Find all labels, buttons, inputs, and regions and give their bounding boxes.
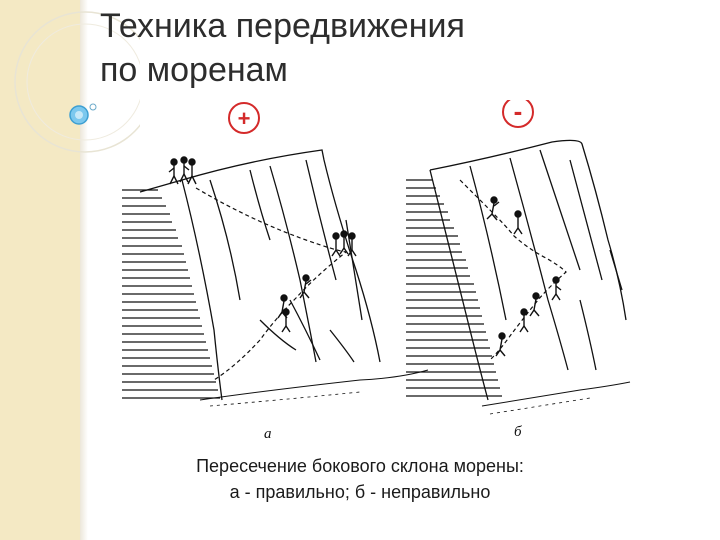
left-band-edge [80, 0, 88, 540]
panel-b-climbers [486, 196, 562, 357]
panel-a-hatching [122, 189, 220, 399]
panel-a-route [195, 187, 348, 381]
caption-line-2: а - правильно; б - неправильно [229, 482, 491, 502]
panel-a-climbers [168, 156, 357, 333]
panel-b-slope [406, 139, 631, 415]
minus-sign: - [514, 100, 523, 126]
panel-a-label: а [264, 426, 272, 442]
plus-marker: + [228, 102, 260, 134]
panel-a-slope [122, 149, 429, 407]
moraine-illustration: + - [122, 100, 631, 442]
slide-title: Техника передвижения по моренам [100, 4, 660, 92]
minus-marker: - [502, 100, 534, 128]
panel-b-label: б [514, 424, 522, 440]
panel-b-route [459, 179, 567, 361]
panel-b-hatching [406, 179, 502, 397]
figure-caption: Пересечение бокового склона морены: а - … [110, 453, 610, 505]
title-line-2: по моренам [100, 51, 288, 89]
title-line-1: Техника передвижения [100, 7, 465, 45]
decorative-circles [14, 11, 140, 153]
left-decorative-band [0, 0, 80, 540]
caption-line-1: Пересечение бокового склона морены: [196, 456, 524, 476]
plus-sign: + [238, 106, 251, 131]
